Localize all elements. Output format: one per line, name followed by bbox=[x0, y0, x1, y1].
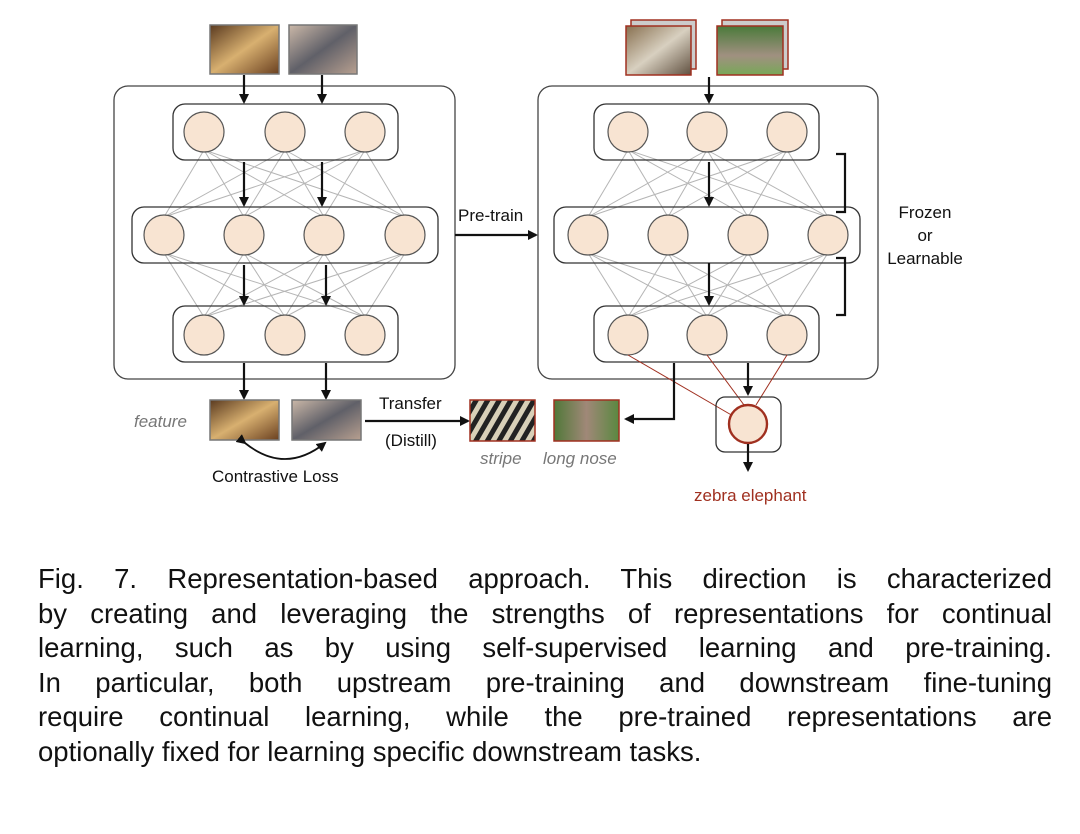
left-edge bbox=[163, 149, 286, 218]
left-node bbox=[143, 214, 185, 256]
cat-feature-image-1 bbox=[209, 399, 280, 441]
figure-caption: Fig. 7. Representation-based approach. T… bbox=[38, 562, 1052, 769]
learnable-label: Learnable bbox=[887, 249, 963, 268]
zebra-image bbox=[625, 25, 692, 76]
left-node bbox=[223, 214, 265, 256]
left-node bbox=[344, 111, 386, 153]
left-node bbox=[264, 111, 306, 153]
frozen-bracket-lower bbox=[836, 256, 847, 317]
left-edge bbox=[323, 149, 366, 218]
feature-branch-arrow bbox=[624, 363, 676, 424]
right-node bbox=[607, 314, 649, 356]
left-node bbox=[183, 314, 225, 356]
left-edge bbox=[163, 149, 366, 218]
right-layer-box-3 bbox=[593, 305, 820, 363]
right-node bbox=[766, 111, 808, 153]
head-edge bbox=[627, 354, 741, 421]
stripe-label: stripe bbox=[480, 449, 522, 468]
contrastive-loss-label: Contrastive Loss bbox=[212, 467, 339, 486]
transfer-label: Transfer bbox=[379, 394, 442, 413]
right-edge bbox=[587, 149, 629, 218]
cat-image-2 bbox=[288, 24, 358, 75]
left-layer-box-1 bbox=[172, 103, 399, 161]
right-node bbox=[567, 214, 609, 256]
right-node bbox=[647, 214, 689, 256]
output-label: zebra elephant bbox=[694, 486, 807, 505]
caption-line: In particular, both upstream pre-trainin… bbox=[38, 666, 1052, 698]
cat-image-1 bbox=[209, 24, 280, 75]
right-edge bbox=[587, 149, 788, 218]
right-node bbox=[686, 314, 728, 356]
right-node bbox=[607, 111, 649, 153]
left-node bbox=[183, 111, 225, 153]
frozen-bracket-upper bbox=[836, 152, 847, 214]
right-node bbox=[727, 214, 769, 256]
diagram: Pre-train Transfer (Distill) feature Con… bbox=[113, 19, 963, 505]
left-layer-box-2 bbox=[131, 206, 439, 264]
or-label: or bbox=[917, 226, 932, 245]
contrastive-loss-arc bbox=[235, 434, 327, 460]
right-node bbox=[807, 214, 849, 256]
left-node bbox=[384, 214, 426, 256]
right-edge bbox=[747, 149, 788, 218]
feature-label: feature bbox=[134, 412, 187, 431]
elephant-image bbox=[716, 25, 784, 76]
left-node bbox=[303, 214, 345, 256]
cat-feature-image-2 bbox=[291, 399, 362, 441]
right-layer-box-2 bbox=[553, 206, 861, 264]
long-nose-label: long nose bbox=[543, 449, 617, 468]
left-edge bbox=[243, 149, 366, 218]
left-node bbox=[264, 314, 306, 356]
pretrain-label: Pre-train bbox=[458, 206, 523, 225]
right-node bbox=[686, 111, 728, 153]
caption-line: learning, such as by using self-supervis… bbox=[38, 632, 1052, 663]
caption-line: Fig. 7. Representation-based approach. T… bbox=[38, 563, 1052, 594]
caption-line: by creating and leveraging the strengths… bbox=[38, 597, 1052, 629]
left-edge bbox=[163, 149, 205, 218]
left-edge bbox=[364, 149, 406, 218]
right-edge bbox=[667, 149, 788, 218]
left-network-frame bbox=[113, 85, 456, 380]
caption-line: require continual learning, while the pr… bbox=[38, 701, 1052, 732]
right-edge bbox=[587, 149, 708, 218]
distill-label: (Distill) bbox=[385, 431, 437, 450]
right-edge bbox=[786, 149, 829, 218]
left-layer-box-3 bbox=[172, 305, 399, 363]
output-node bbox=[727, 403, 769, 445]
stripe-image bbox=[469, 399, 536, 442]
long-nose-image bbox=[553, 399, 620, 442]
caption-line: optionally fixed for learning specific d… bbox=[38, 735, 702, 767]
right-node bbox=[766, 314, 808, 356]
frozen-label: Frozen bbox=[899, 203, 952, 222]
left-node bbox=[344, 314, 386, 356]
right-layer-box-1 bbox=[593, 103, 820, 161]
